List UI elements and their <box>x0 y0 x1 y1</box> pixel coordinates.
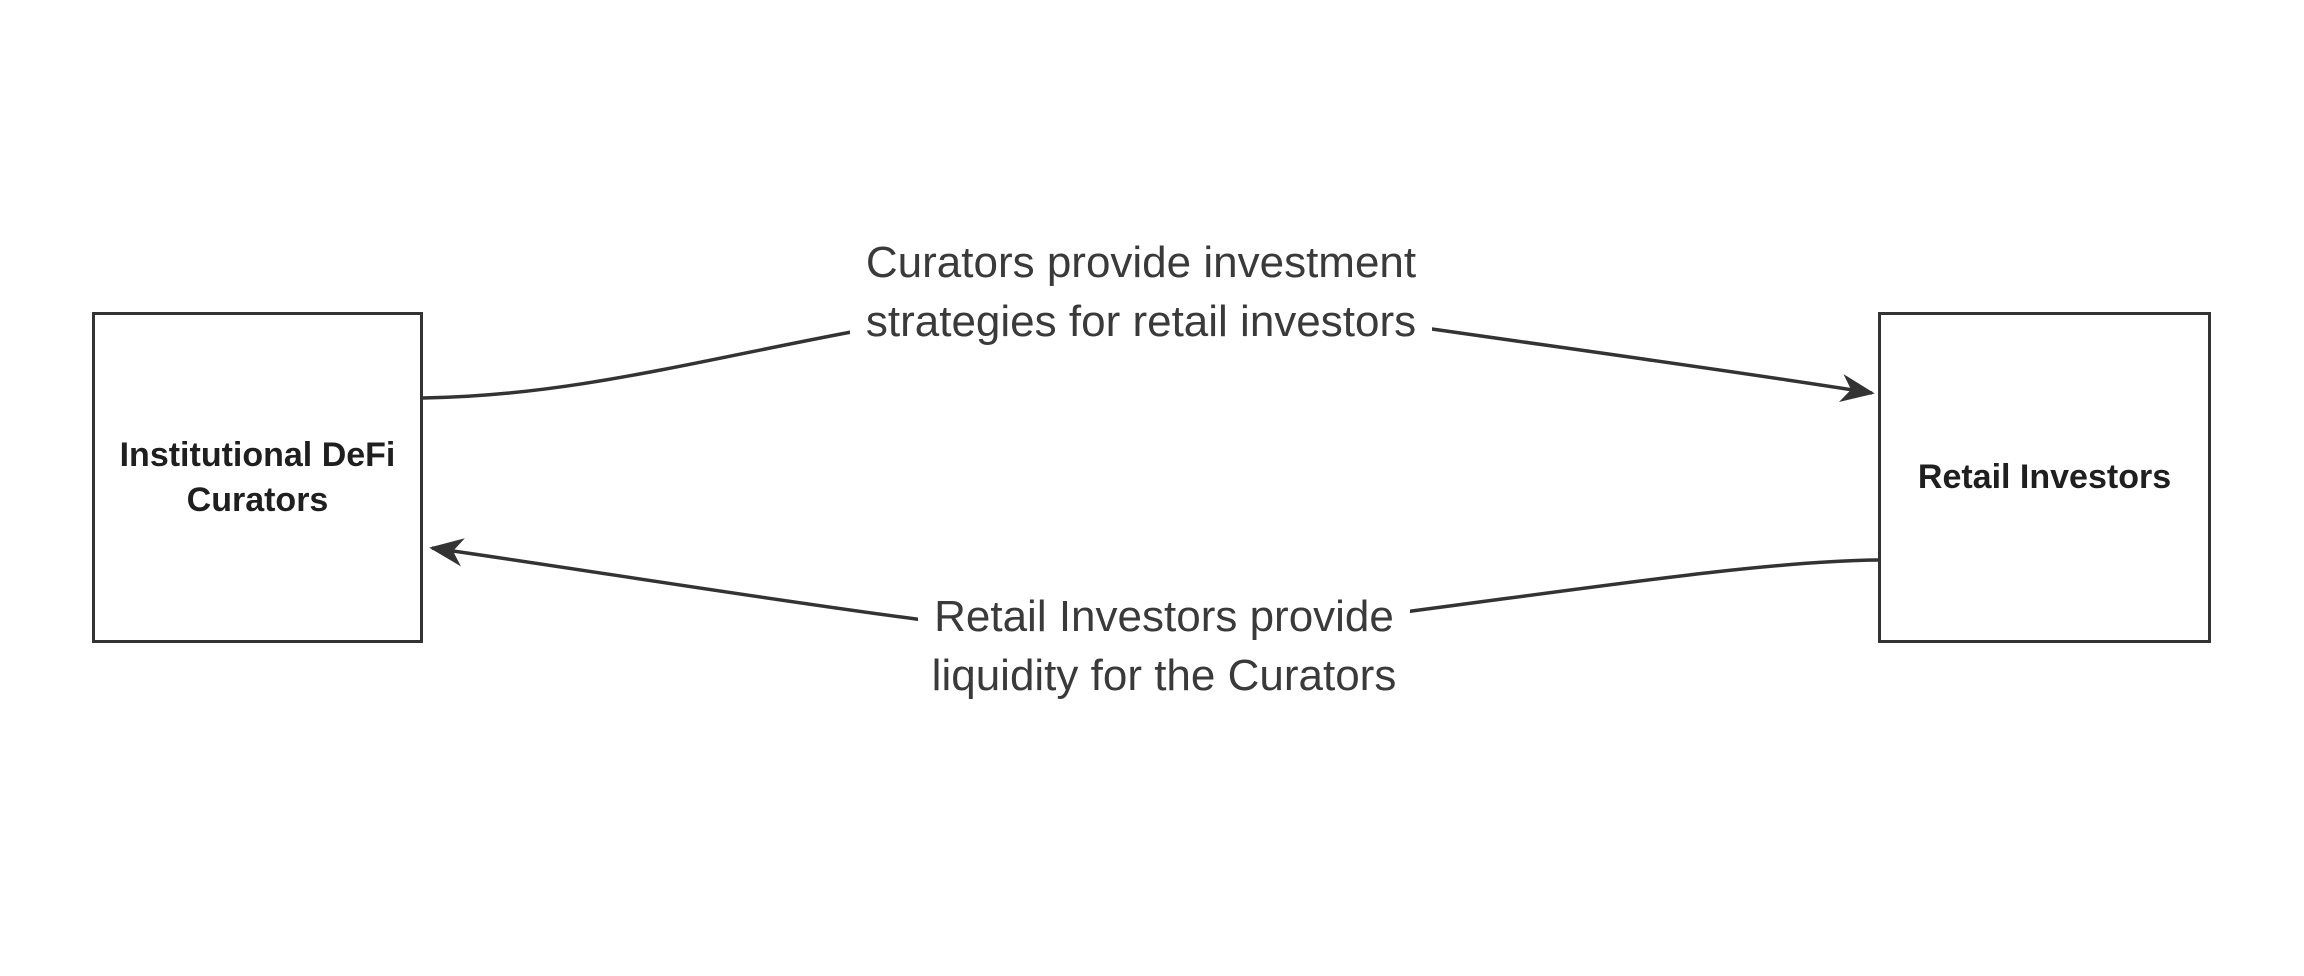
node-retail-investors: Retail Investors <box>1878 312 2211 643</box>
edge-label-line: Retail Investors provide <box>934 592 1394 641</box>
node-label: Institutional DeFi Curators <box>120 433 396 523</box>
node-institutional-defi-curators: Institutional DeFi Curators <box>92 312 423 643</box>
node-label-line: Institutional DeFi <box>119 435 396 474</box>
node-label-line: Retail Investors <box>1917 458 2172 496</box>
node-label-line: Curators <box>186 480 329 519</box>
edge-label-line: strategies for retail investors <box>865 297 1417 346</box>
edge-label-curators-to-retail: Curators provide investment strategies f… <box>850 233 1432 351</box>
edge-label-retail-to-curators: Retail Investors provide liquidity for t… <box>918 587 1410 705</box>
node-label: Retail Investors <box>1918 455 2171 500</box>
edge-label-line: liquidity for the Curators <box>931 651 1397 700</box>
edge-label-line: Curators provide investment <box>865 238 1417 287</box>
